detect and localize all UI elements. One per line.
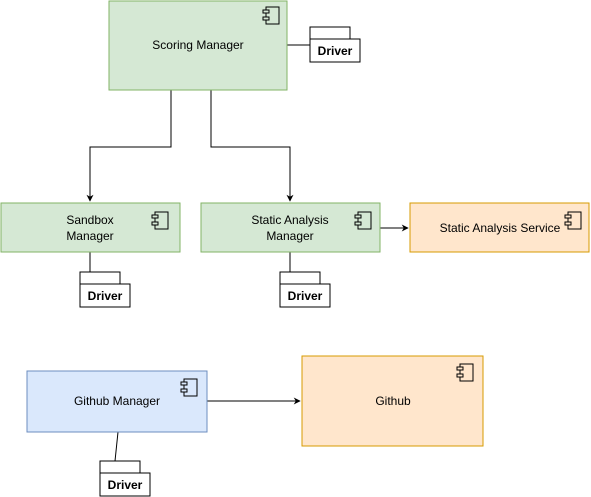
- static-analysis-driver-package[interactable]: Driver: [279, 271, 331, 308]
- driver-label: Driver: [88, 289, 123, 303]
- github-box: [301, 355, 484, 447]
- github-manager-label: Github Manager: [74, 394, 160, 408]
- static-analysis-manager-component[interactable]: Static Analysis Manager: [200, 202, 381, 253]
- driver-label: Driver: [318, 44, 353, 58]
- sandbox-manager-label-line-1: Sandbox: [66, 213, 113, 227]
- github-component[interactable]: Github: [301, 355, 484, 447]
- static-analysis-service-component[interactable]: Static Analysis Service: [409, 202, 590, 253]
- github-manager-component[interactable]: Github Manager: [26, 370, 208, 433]
- github-driver-package[interactable]: Driver: [99, 460, 151, 497]
- arrow-scoring-to-static-analysis: [210, 90, 294, 202]
- driver-label: Driver: [108, 478, 143, 492]
- sandbox-manager-box: [0, 202, 181, 253]
- sandbox-manager-label-line-2: Manager: [66, 229, 113, 243]
- scoring-manager-component[interactable]: Scoring Manager: [108, 0, 288, 91]
- scoring-manager-label: Scoring Manager: [152, 38, 243, 52]
- component-icon: [564, 211, 582, 230]
- connectors: [86, 44, 409, 462]
- package-tab: [279, 271, 321, 285]
- static-analysis-service-box: [409, 202, 590, 253]
- component-icon: [180, 378, 198, 397]
- component-icon: [456, 363, 474, 382]
- package-tab: [79, 271, 121, 285]
- github-driver-link: [114, 431, 119, 462]
- package-body: [99, 472, 151, 497]
- scoring-manager-box: [108, 0, 288, 91]
- static-analysis-manager-label-line-1: Static Analysis: [251, 213, 328, 227]
- github-label: Github: [375, 394, 411, 408]
- sandbox-driver-package[interactable]: Driver: [79, 271, 131, 308]
- static-analysis-manager-box: [200, 202, 381, 253]
- component-icon: [262, 6, 280, 25]
- component-icon: [151, 211, 169, 230]
- driver-label: Driver: [288, 289, 323, 303]
- sandbox-manager-component[interactable]: Sandbox Manager: [0, 202, 181, 253]
- arrow-scoring-to-sandbox: [86, 90, 172, 202]
- static-analysis-manager-label-line-2: Manager: [266, 229, 313, 243]
- package-body: [79, 283, 131, 308]
- static-analysis-service-label: Static Analysis Service: [440, 221, 561, 235]
- package-tab: [99, 460, 141, 474]
- component-icon: [354, 211, 372, 230]
- package-body: [309, 38, 361, 63]
- package-body: [279, 283, 331, 308]
- package-tab: [309, 26, 351, 40]
- scoring-driver-package[interactable]: Driver: [309, 26, 361, 63]
- github-manager-box: [26, 370, 208, 433]
